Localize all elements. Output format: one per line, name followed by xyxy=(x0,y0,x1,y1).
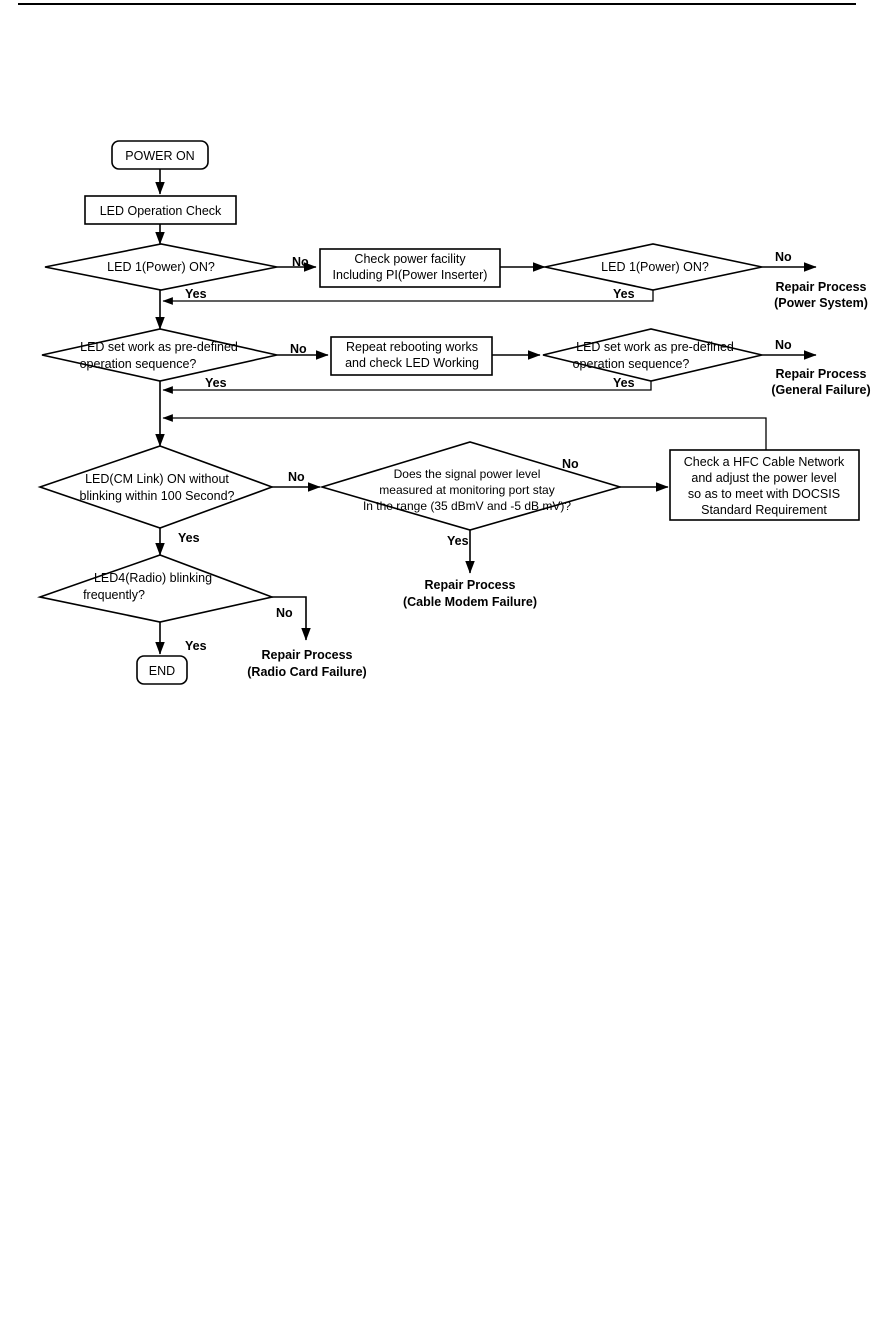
decision-led-sequence-line2: operation sequence? xyxy=(80,357,197,371)
decision-cm-link-shape xyxy=(37,445,275,529)
edge-label-d4-yes: Yes xyxy=(447,534,469,548)
repair-cable-modem-line1: Repair Process xyxy=(424,578,515,592)
decision-signal-line3: In the range (35 dBmV and -5 dB mV)? xyxy=(363,499,571,513)
edge-label-d5-yes: Yes xyxy=(185,639,207,653)
header-divider-rule xyxy=(18,3,856,5)
node-led-operation-check[interactable]: LED Operation Check xyxy=(84,195,237,225)
check-power-facility-line1: Check power facility xyxy=(354,252,466,266)
decision-led1-power-recheck-label: LED 1(Power) ON? xyxy=(601,260,709,274)
node-decision-led-sequence[interactable]: LED set work as pre-defined operation se… xyxy=(41,328,278,382)
repair-radio-card-line1: Repair Process xyxy=(261,648,352,662)
edge-label-d4-no: No xyxy=(562,457,579,471)
check-hfc-network-shape xyxy=(669,449,860,521)
decision-signal-power-level-shape xyxy=(319,441,623,531)
repeat-rebooting-shape xyxy=(330,336,493,376)
decision-led-sequence-line1: LED set work as pre-defined xyxy=(80,340,238,354)
node-repair-radio-card-failure: Repair Process (Radio Card Failure) xyxy=(247,648,366,679)
end-shape xyxy=(136,655,188,685)
edge-label-d2-yes: Yes xyxy=(205,376,227,390)
repair-radio-card-line2: (Radio Card Failure) xyxy=(247,665,366,679)
node-repair-power-system: Repair Process (Power System) xyxy=(774,280,868,310)
check-power-facility-line2: Including PI(Power Inserter) xyxy=(333,268,488,282)
edge-label-d1b-yes: Yes xyxy=(613,287,635,301)
node-decision-cm-link[interactable]: LED(CM Link) ON without blinking within … xyxy=(37,445,275,529)
decision-led4-radio-line1: LED4(Radio) blinking xyxy=(94,571,212,585)
node-decision-led1-power-recheck[interactable]: LED 1(Power) ON? xyxy=(544,243,763,291)
node-check-hfc-network[interactable]: Check a HFC Cable Network and adjust the… xyxy=(669,449,860,521)
decision-led-sequence-recheck-shape xyxy=(542,328,763,382)
node-decision-led-sequence-recheck[interactable]: LED set work as pre-defined operation se… xyxy=(542,328,763,382)
edge-label-d1b-no: No xyxy=(775,250,792,264)
repair-cable-modem-line2: (Cable Modem Failure) xyxy=(403,595,537,609)
repair-power-system-line2: (Power System) xyxy=(774,296,868,310)
decision-led4-radio-shape xyxy=(37,554,275,623)
node-decision-led1-power[interactable]: LED 1(Power) ON? xyxy=(44,243,278,291)
led-operation-check-label: LED Operation Check xyxy=(100,204,222,218)
edge-label-d2-no: No xyxy=(290,342,307,356)
decision-cm-link-line1: LED(CM Link) ON without xyxy=(85,472,229,486)
check-hfc-line2: and adjust the power level xyxy=(691,471,836,485)
check-power-facility-shape xyxy=(319,248,501,288)
check-hfc-line3: so as to meet with DOCSIS xyxy=(688,487,840,501)
node-repair-cable-modem-failure: Repair Process (Cable Modem Failure) xyxy=(403,578,537,609)
decision-signal-line1: Does the signal power level xyxy=(394,467,541,481)
node-check-power-facility[interactable]: Check power facility Including PI(Power … xyxy=(319,248,501,288)
power-on-shape xyxy=(111,140,209,170)
decision-cm-link-line2: blinking within 100 Second? xyxy=(80,489,235,503)
decision-led1-power-shape xyxy=(44,243,278,291)
decision-signal-line2: measured at monitoring port stay xyxy=(379,483,554,497)
edge-label-d5-no: No xyxy=(276,606,293,620)
node-decision-led4-radio[interactable]: LED4(Radio) blinking frequently? xyxy=(37,554,275,623)
decision-led-sequence-recheck-line2: operation sequence? xyxy=(573,357,690,371)
led-operation-check-shape xyxy=(84,195,237,225)
edge-label-d3-no: No xyxy=(288,470,305,484)
node-end[interactable]: END xyxy=(136,655,188,685)
edge-d5-no-to-repair-radio xyxy=(272,596,311,641)
repeat-rebooting-line1: Repeat rebooting works xyxy=(346,340,478,354)
node-repair-general-failure: Repair Process (General Failure) xyxy=(771,367,870,397)
flowchart-diagram: POWER ON LED Operation Check LED 1(Power… xyxy=(37,140,871,685)
power-on-label: POWER ON xyxy=(125,149,194,163)
decision-led-sequence-shape xyxy=(41,328,278,382)
end-label: END xyxy=(149,664,175,678)
edge-hfc-feedback-to-spine xyxy=(162,414,767,450)
check-hfc-line1: Check a HFC Cable Network xyxy=(684,455,845,469)
edge-label-d2b-yes: Yes xyxy=(613,376,635,390)
repair-general-failure-line1: Repair Process xyxy=(775,367,866,381)
node-power-on[interactable]: POWER ON xyxy=(111,140,209,170)
decision-led1-power-recheck-shape xyxy=(544,243,763,291)
edge-label-d3-yes: Yes xyxy=(178,531,200,545)
repeat-rebooting-line2: and check LED Working xyxy=(345,356,479,370)
check-hfc-line4: Standard Requirement xyxy=(701,503,827,517)
edge-label-d1-no: No xyxy=(292,255,309,269)
decision-led-sequence-recheck-line1: LED set work as pre-defined xyxy=(576,340,734,354)
node-repeat-rebooting[interactable]: Repeat rebooting works and check LED Wor… xyxy=(330,336,493,376)
repair-power-system-line1: Repair Process xyxy=(775,280,866,294)
node-decision-signal-power-level[interactable]: Does the signal power level measured at … xyxy=(319,441,623,531)
decision-led4-radio-line2: frequently? xyxy=(83,588,145,602)
edge-d1b-yes-feedback xyxy=(162,290,654,305)
edge-label-d1-yes: Yes xyxy=(185,287,207,301)
repair-general-failure-line2: (General Failure) xyxy=(771,383,870,397)
edge-d2b-yes-feedback xyxy=(162,379,652,394)
edge-label-d2b-no: No xyxy=(775,338,792,352)
decision-led1-power-label: LED 1(Power) ON? xyxy=(107,260,215,274)
